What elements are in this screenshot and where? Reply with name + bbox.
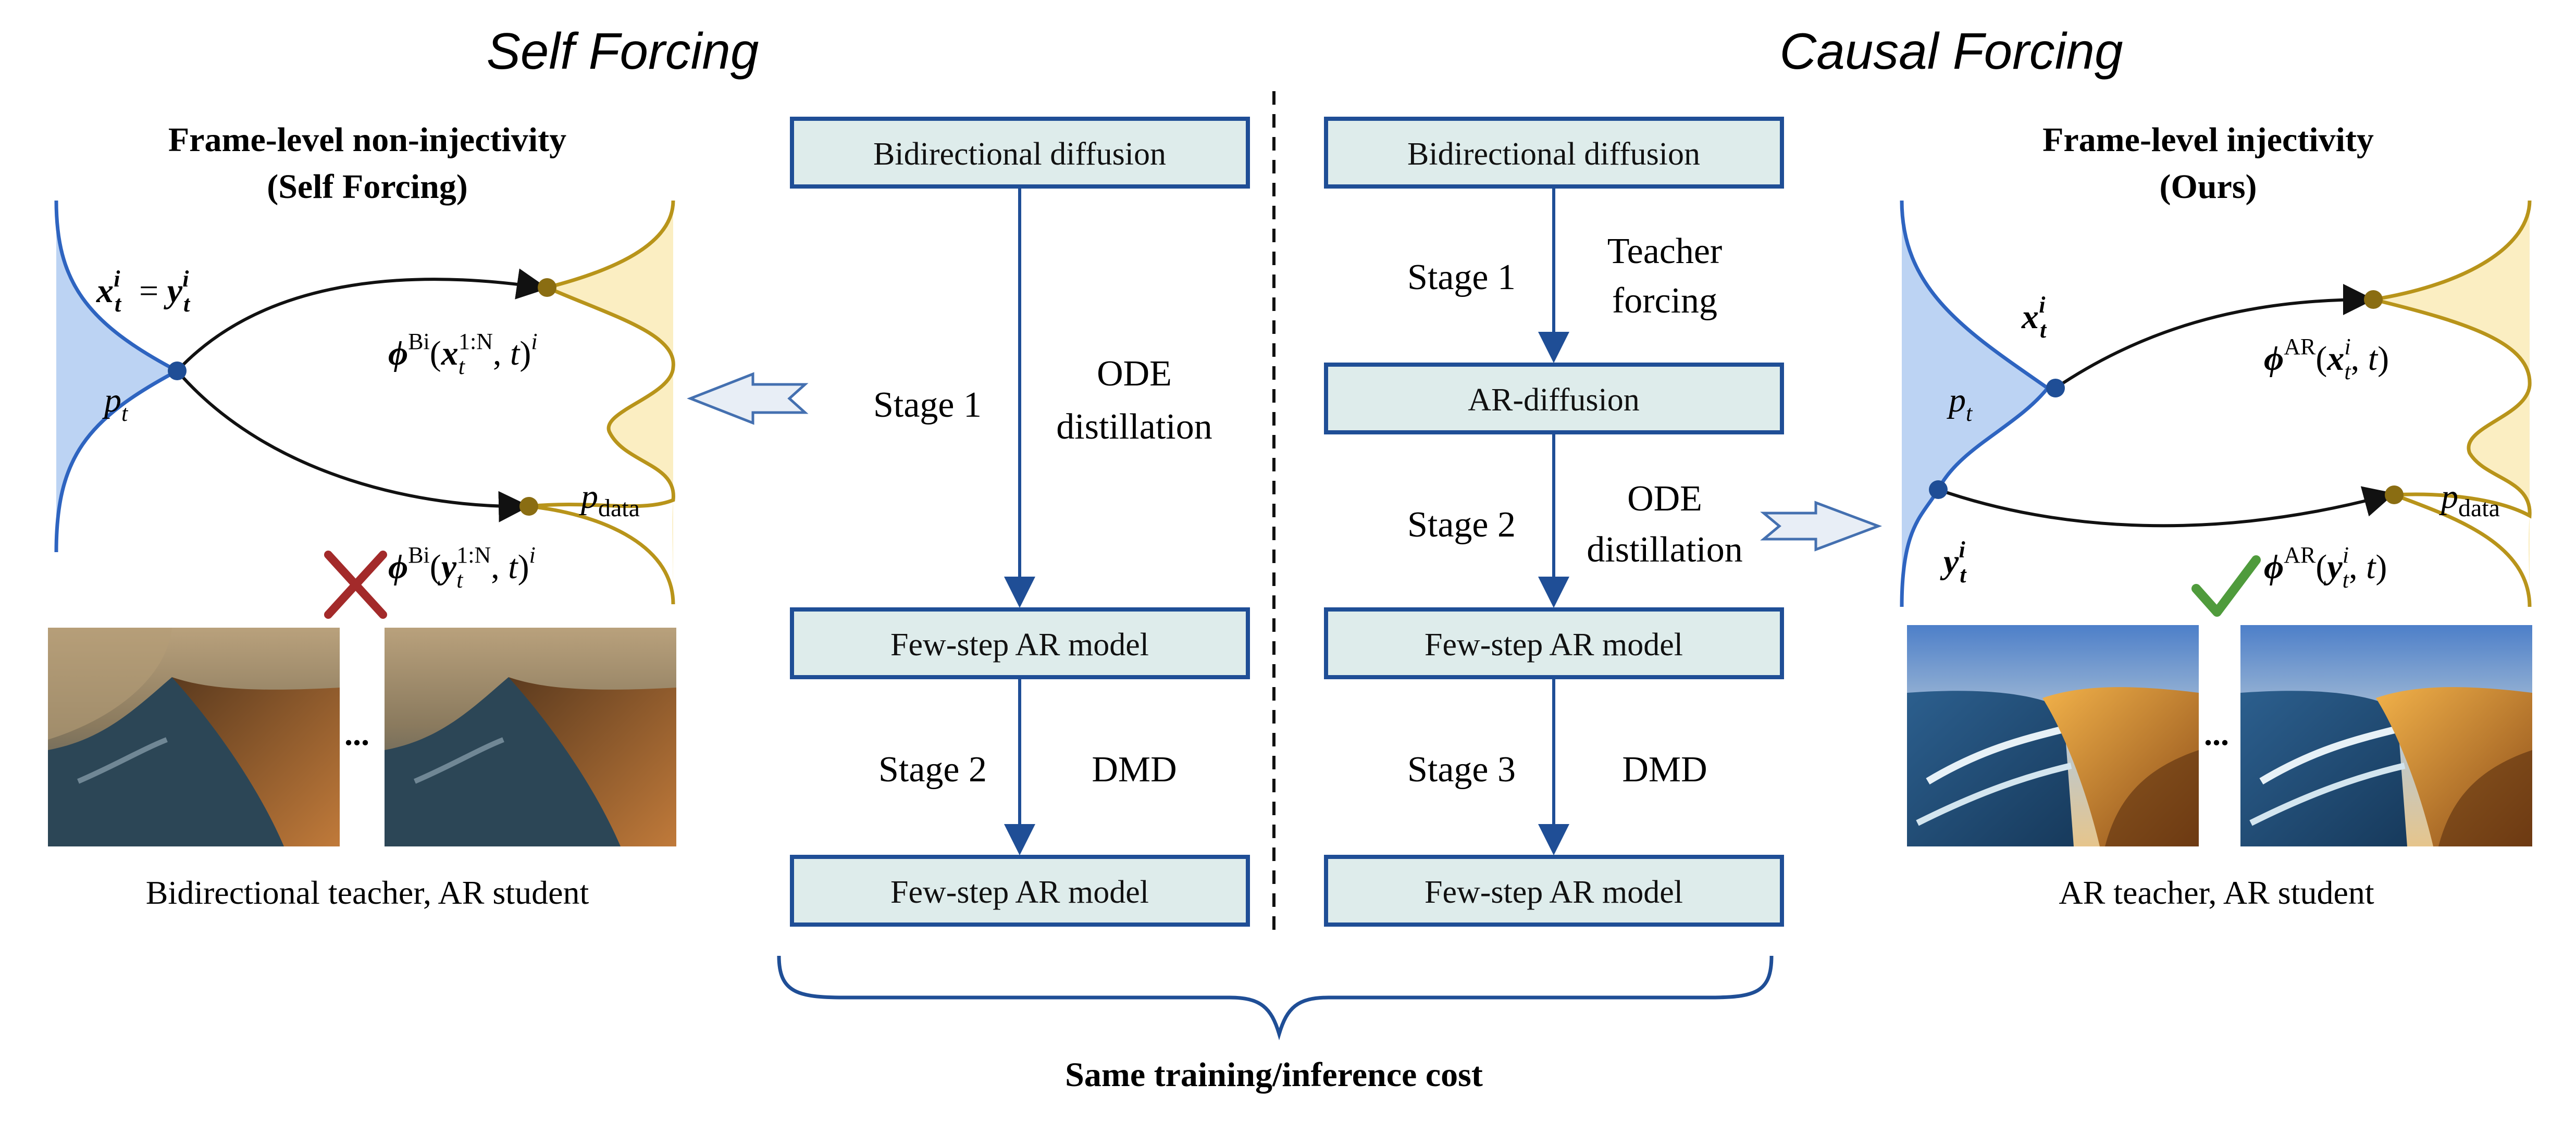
cf-box-ar-diffusion-label: AR-diffusion: [1468, 382, 1640, 418]
left-caption: Bidirectional teacher, AR student: [146, 874, 589, 911]
sf-box-fewstep-1: [790, 607, 1250, 679]
target-point-x: [2364, 290, 2383, 309]
sf-stage1-method-line2: distillation: [1056, 407, 1212, 447]
source-point: [168, 361, 187, 380]
right-ellipsis: ...: [2204, 715, 2229, 752]
source-point-x: [2046, 379, 2065, 397]
hollow-arrow-right: [1760, 501, 1883, 552]
left-frame-1: [48, 628, 340, 846]
mapping-arrow-y: [1938, 486, 2395, 528]
left-phi-bottom: ϕBi(yt1:N, t)i: [388, 542, 536, 593]
sf-box-fewstep-2: [790, 855, 1250, 927]
cf-box-ar-diffusion: [1324, 363, 1784, 434]
right-panel-title-line2: (Ours): [2160, 168, 2257, 206]
source-point-y: [1929, 480, 1948, 499]
cf-stage2-method-line1: ODE: [1627, 479, 1702, 519]
mapping-arrow-top: [176, 268, 548, 372]
pt-distribution: [56, 201, 177, 552]
target-point-y: [2385, 485, 2404, 504]
sf-box-fewstep-1-label: Few-step AR model: [890, 627, 1149, 663]
cross-icon: [324, 551, 387, 619]
causal-forcing-pipeline: Bidirectional diffusion Stage 1 Teacher …: [1324, 117, 1784, 927]
left-panel: Frame-level non-injectivity (Self Forcin…: [48, 121, 676, 911]
right-panel: Frame-level injectivity (Ours) xti yti p…: [1900, 121, 2532, 911]
sf-stage2-label: Stage 2: [878, 750, 987, 790]
sf-stage1-label: Stage 1: [873, 385, 982, 425]
sf-stage1-method-line1: ODE: [1097, 354, 1172, 394]
left-panel-title-line2: (Self Forcing): [267, 168, 468, 206]
cf-box-bidirectional-label: Bidirectional diffusion: [1407, 136, 1700, 172]
right-x-label: xti: [2021, 292, 2047, 343]
left-ellipsis: ...: [344, 715, 369, 752]
cf-stage3-label: Stage 3: [1407, 750, 1516, 790]
right-panel-title-line1: Frame-level injectivity: [2042, 121, 2374, 159]
cf-stage3-method: DMD: [1622, 750, 1707, 790]
left-panel-title-line1: Frame-level non-injectivity: [168, 121, 566, 159]
cf-box-fewstep-2-label: Few-step AR model: [1425, 875, 1683, 910]
pdata-curve-right: [2373, 200, 2532, 607]
bottom-brace: [777, 955, 1774, 1041]
right-phi-top: ϕAR(xti, t): [2264, 334, 2389, 384]
left-pt-label: pt: [102, 381, 129, 426]
header-self-forcing: Self Forcing: [487, 22, 759, 80]
self-forcing-pipeline: Bidirectional diffusion Stage 1 ODE dist…: [790, 117, 1250, 927]
left-eq-label: xti = yti: [96, 266, 191, 317]
cf-stage1-method-line2: forcing: [1612, 281, 1717, 321]
right-pdata-label: pdata: [2439, 478, 2500, 522]
right-pt-label: pt: [1947, 381, 1973, 426]
pdata-distribution-right: [2373, 201, 2530, 607]
cf-box-fewstep-1: [1324, 607, 1784, 679]
right-y-label: yti: [1940, 537, 1967, 588]
pt-curve-right: [1900, 200, 2051, 607]
cf-box-fewstep-1-label: Few-step AR model: [1425, 627, 1683, 663]
right-caption: AR teacher, AR student: [2059, 874, 2374, 911]
sf-box-bidirectional-label: Bidirectional diffusion: [873, 136, 1166, 172]
left-phi-top: ϕBi(xt1:N, t)i: [388, 329, 538, 379]
target-point-bottom: [519, 497, 538, 516]
right-frame-2: [2240, 625, 2532, 846]
footer-label: Same training/inference cost: [1065, 1056, 1483, 1094]
pdata-distribution: [547, 201, 674, 604]
right-phi-bottom: ϕAR(yti, t): [2264, 542, 2387, 593]
sf-stage2-method: DMD: [1092, 750, 1176, 790]
pt-distribution-right: [1902, 201, 2048, 607]
cf-stage2-method-line2: distillation: [1587, 530, 1742, 570]
check-icon: [2191, 555, 2261, 617]
left-frame-2: [385, 628, 676, 846]
hollow-arrow-left: [687, 372, 809, 425]
sf-box-fewstep-2-label: Few-step AR model: [890, 875, 1149, 910]
left-pdata-label: pdata: [579, 478, 640, 522]
right-frame-1: [1907, 625, 2199, 846]
cf-stage1-method-line1: Teacher: [1607, 231, 1722, 271]
mapping-arrow-x: [2054, 284, 2374, 390]
mapping-arrow-bottom: [176, 370, 530, 522]
cf-stage2-label: Stage 2: [1407, 505, 1516, 545]
cf-box-fewstep-2: [1324, 855, 1784, 927]
cf-stage1-label: Stage 1: [1407, 257, 1516, 297]
target-point-top: [538, 278, 556, 297]
header-causal-forcing: Causal Forcing: [1779, 22, 2123, 80]
sf-box-bidirectional: [790, 117, 1250, 189]
